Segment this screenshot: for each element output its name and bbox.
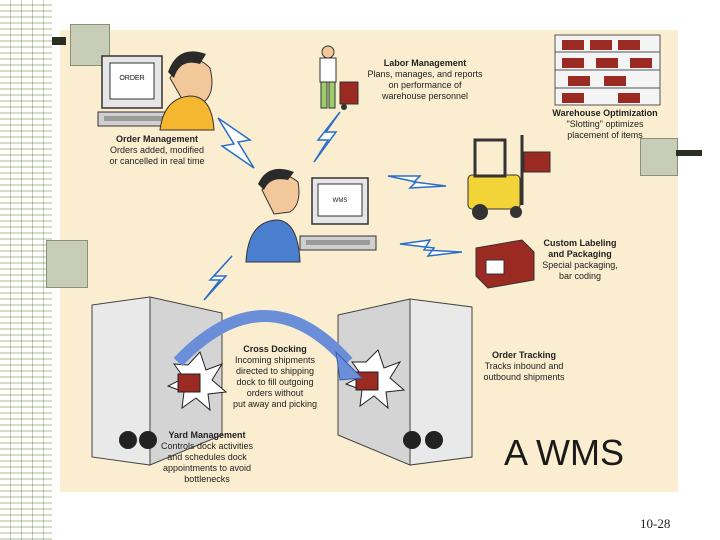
yard-management-title: Yard Management — [168, 430, 246, 440]
order-tracking-title: Order Tracking — [491, 350, 557, 360]
labor-worker-figure — [319, 45, 359, 110]
order-tracking-label: Order Tracking Tracks inbound and outbou… — [472, 350, 576, 383]
custom-labeling-title: Custom Labeling and Packaging — [543, 238, 617, 259]
wms-screen-text: WMS — [333, 198, 348, 204]
order-management-desc: Orders added, modified or cancelled in r… — [109, 145, 205, 166]
wms-operator-figure — [245, 168, 301, 263]
order-management-title: Order Management — [115, 134, 199, 144]
labor-management-desc: Plans, manages, and reports on performan… — [367, 69, 483, 101]
crate-left-icon — [166, 351, 228, 412]
order-management-label: Order Management Orders added, modified … — [92, 134, 222, 167]
forklift-icon — [467, 135, 551, 220]
lightning-bolt-icon — [399, 239, 463, 257]
striped-margin — [0, 0, 52, 540]
warehouse-shelves-icon — [554, 34, 661, 106]
deco-square-right — [640, 138, 678, 176]
lightning-bolt-icon — [387, 175, 447, 189]
warehouse-optimization-label: Warehouse Optimization "Slotting" optimi… — [538, 108, 672, 141]
cross-docking-label: Cross Docking Incoming shipments directe… — [218, 344, 332, 410]
wms-computer-icon — [299, 177, 377, 251]
slide-title: A WMS — [504, 432, 625, 473]
deco-square-left — [46, 240, 88, 288]
warehouse-optimization-desc: "Slotting" optimizes placement of items — [566, 119, 644, 140]
custom-labeling-label: Custom Labeling and Packaging Special pa… — [524, 238, 636, 282]
package-icon — [475, 239, 535, 289]
order-computer-icon — [97, 55, 189, 127]
slide-number: 10-28 — [640, 516, 671, 531]
warehouse-optimization-title: Warehouse Optimization — [552, 108, 658, 118]
labor-management-title: Labor Management — [383, 58, 467, 68]
lightning-bolt-icon — [313, 111, 341, 163]
cross-dock-arrow — [173, 310, 353, 367]
cross-dock-arrowhead — [335, 350, 364, 381]
order-screen-text: ORDER — [119, 75, 144, 82]
labor-management-label: Labor Management Plans, manages, and rep… — [350, 58, 500, 102]
yard-management-desc: Controls dock activities and schedules d… — [160, 441, 254, 484]
custom-labeling-desc: Special packaging, bar coding — [542, 260, 618, 281]
order-clerk-figure — [159, 51, 215, 131]
deco-bar-top — [52, 37, 66, 45]
order-tracking-desc: Tracks inbound and outbound shipments — [483, 361, 565, 382]
lightning-bolt-icon — [203, 255, 233, 301]
cross-docking-desc: Incoming shipments directed to shipping … — [232, 355, 318, 409]
lightning-bolt-icon — [217, 117, 255, 169]
cross-docking-title: Cross Docking — [243, 344, 307, 354]
deco-bar-right — [676, 150, 702, 156]
yard-management-label: Yard Management Controls dock activities… — [146, 430, 268, 485]
